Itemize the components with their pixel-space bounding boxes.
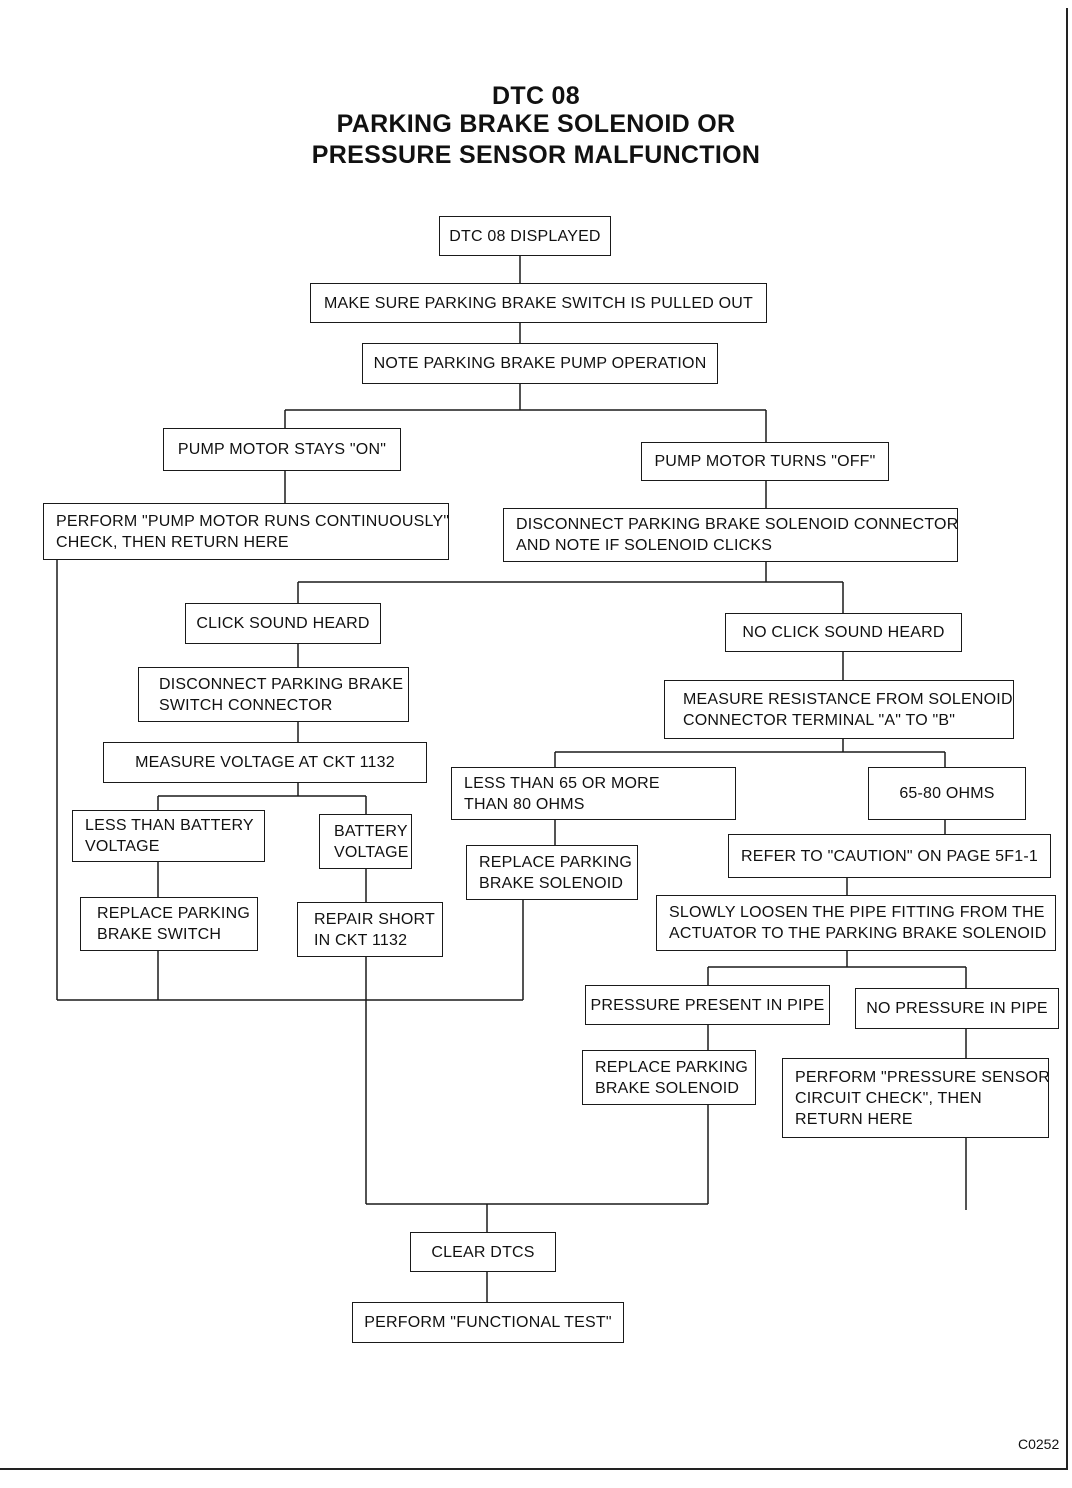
box-text-line: VOLTAGE — [85, 838, 160, 855]
measure-voltage-box: MEASURE VOLTAGE AT CKT 1132 — [103, 742, 427, 783]
less-than-battery-voltage-box: LESS THAN BATTERY VOLTAGE — [72, 810, 265, 862]
click-sound-heard-box: CLICK SOUND HEARD — [185, 603, 381, 644]
out-of-range-resistance-box: LESS THAN 65 OR MORE THAN 80 OHMS — [451, 767, 736, 820]
switch-pulled-out-box: MAKE SURE PARKING BRAKE SWITCH IS PULLED… — [310, 283, 767, 323]
box-text-line: DISCONNECT PARKING BRAKE SOLENOID CONNEC… — [516, 516, 959, 533]
clear-dtcs-box: CLEAR DTCS — [410, 1232, 556, 1272]
loosen-pipe-fitting-box: SLOWLY LOOSEN THE PIPE FITTING FROM THE A… — [656, 895, 1056, 951]
box-text-line: LESS THAN 65 OR MORE — [464, 774, 660, 792]
no-click-sound-box: NO CLICK SOUND HEARD — [725, 613, 962, 652]
replace-solenoid-box-2: REPLACE PARKING BRAKE SOLENOID — [582, 1050, 756, 1105]
box-text-line: SWITCH CONNECTOR — [159, 696, 333, 714]
title-line-2: PARKING BRAKE SOLENOID OR — [336, 110, 736, 138]
functional-test-box: PERFORM "FUNCTIONAL TEST" — [352, 1302, 624, 1343]
box-text-line: REPLACE PARKING — [595, 1058, 748, 1076]
in-range-resistance-box: 65-80 OHMS — [868, 767, 1026, 820]
box-text-line: CONNECTOR TERMINAL "A" TO "B" — [683, 711, 956, 729]
pressure-present-box: PRESSURE PRESENT IN PIPE — [585, 985, 830, 1025]
replace-solenoid-box: REPLACE PARKING BRAKE SOLENOID — [466, 845, 638, 900]
box-text-line: PERFORM "PUMP MOTOR RUNS CONTINUOUSLY" — [56, 512, 450, 530]
disconnect-switch-connector-box: DISCONNECT PARKING BRAKE SWITCH CONNECTOR — [138, 667, 409, 722]
box-text-line: AND NOTE IF SOLENOID CLICKS — [516, 537, 773, 554]
box-text-line: REPAIR SHORT — [314, 910, 435, 928]
measure-resistance-box: MEASURE RESISTANCE FROM SOLENOID CONNECTO… — [664, 680, 1014, 739]
figure-code: C0252 — [1018, 1436, 1060, 1452]
box-text-line: CIRCUIT CHECK", THEN — [795, 1089, 982, 1107]
title-line-1: DTC 08 — [492, 82, 580, 110]
box-text-line: RETURN HERE — [795, 1110, 913, 1128]
repair-short-box: REPAIR SHORT IN CKT 1132 — [297, 902, 443, 957]
box-text-line: BRAKE SOLENOID — [479, 874, 624, 892]
battery-voltage-box: BATTERY VOLTAGE — [319, 814, 412, 869]
no-pressure-box: NO PRESSURE IN PIPE — [855, 988, 1059, 1029]
box-text-line: REPLACE PARKING — [479, 853, 632, 871]
refer-caution-box: REFER TO "CAUTION" ON PAGE 5F1-1 — [728, 834, 1051, 878]
box-text-line: IN CKT 1132 — [314, 931, 408, 949]
dtc-08-displayed-box: DTC 08 DISPLAYED — [439, 216, 611, 256]
replace-switch-box: REPLACE PARKING BRAKE SWITCH — [80, 897, 258, 951]
box-text-line: VOLTAGE — [334, 843, 409, 861]
box-text-line: THAN 80 OHMS — [464, 795, 585, 813]
box-text-line: SLOWLY LOOSEN THE PIPE FITTING FROM THE — [669, 904, 1045, 921]
pump-stays-on-box: PUMP MOTOR STAYS "ON" — [163, 428, 401, 471]
box-text-line: MEASURE RESISTANCE FROM SOLENOID — [683, 690, 1013, 708]
page-border-right — [1066, 8, 1068, 1470]
pump-runs-continuously-check-box: PERFORM "PUMP MOTOR RUNS CONTINUOUSLY" CH… — [43, 503, 449, 560]
title-line-3: PRESSURE SENSOR MALFUNCTION — [311, 141, 761, 169]
box-text-line: LESS THAN BATTERY — [85, 817, 254, 834]
page-border-bottom — [0, 1468, 1068, 1470]
box-text-line: BRAKE SOLENOID — [595, 1079, 740, 1097]
box-text-line: ACTUATOR TO THE PARKING BRAKE SOLENOID — [669, 925, 1047, 942]
box-text-line: PERFORM "PRESSURE SENSOR — [795, 1068, 1050, 1086]
box-text-line: CHECK, THEN RETURN HERE — [56, 533, 289, 551]
box-text-line: BATTERY — [334, 822, 408, 840]
disconnect-solenoid-box: DISCONNECT PARKING BRAKE SOLENOID CONNEC… — [503, 508, 958, 562]
box-text-line: DISCONNECT PARKING BRAKE — [159, 675, 404, 693]
pump-turns-off-box: PUMP MOTOR TURNS "OFF" — [641, 442, 889, 481]
box-text-line: BRAKE SWITCH — [97, 926, 222, 943]
box-text-line: REPLACE PARKING — [97, 905, 250, 922]
pressure-sensor-check-box: PERFORM "PRESSURE SENSOR CIRCUIT CHECK", … — [782, 1058, 1050, 1138]
note-pump-operation-box: NOTE PARKING BRAKE PUMP OPERATION — [362, 343, 718, 384]
